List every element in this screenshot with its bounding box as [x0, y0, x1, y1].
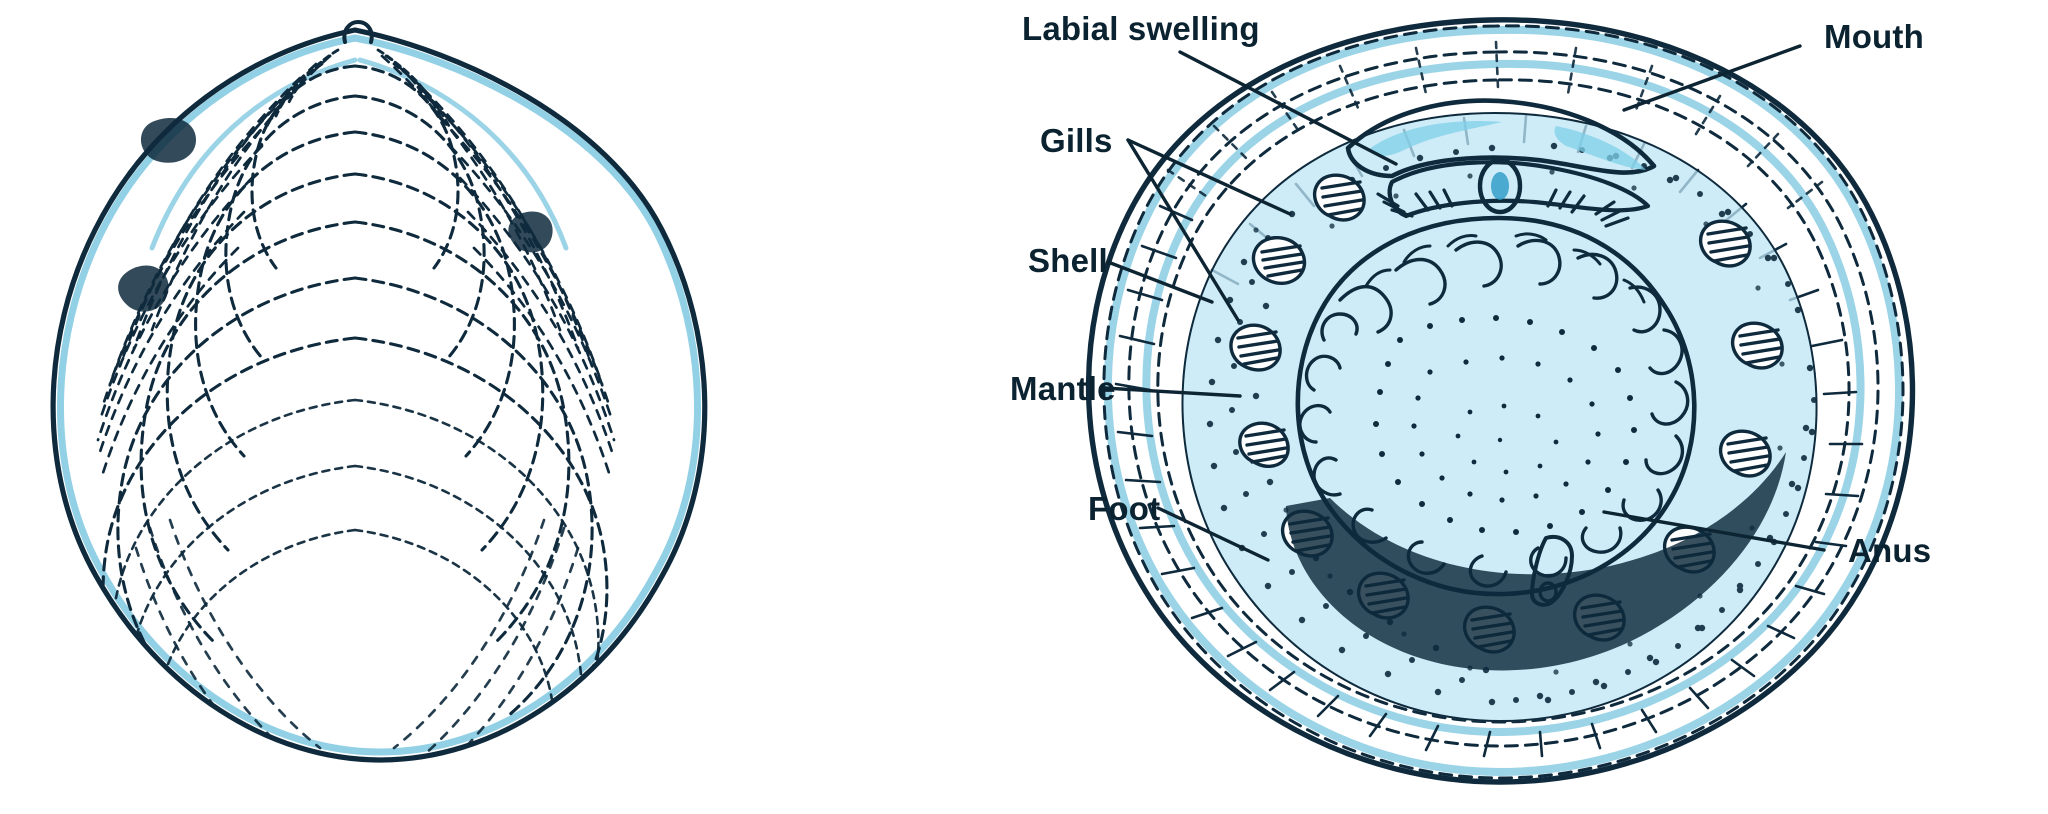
label-foot: Foot [1088, 490, 1160, 527]
right-shell-outline [1085, 17, 1916, 785]
mouth-opening [1477, 157, 1523, 215]
leader-mouth [1622, 44, 1802, 112]
foot-stipple [1373, 315, 1637, 535]
mouth-inner [1491, 172, 1509, 200]
internal-anatomy-view [1085, 17, 1916, 785]
inner-shell-shadow [1286, 452, 1786, 671]
leader-labial-swelling [1178, 50, 1398, 166]
leader-mantle [1102, 386, 1242, 398]
label-shell: Shell [1028, 242, 1108, 279]
leader-foot [1156, 506, 1270, 562]
label-gills: Gills [1040, 122, 1113, 159]
shell-growth-rings [101, 64, 609, 760]
label-mouth: Mouth [1824, 18, 1924, 55]
label-anus: Anus [1848, 532, 1931, 569]
leader-shell [1106, 260, 1214, 304]
external-shell-view [50, 20, 708, 763]
foot-mass [1295, 215, 1697, 597]
label-mantle: Mantle [1010, 370, 1116, 407]
labels: Labial swelling Gills Shell Mantle Foot … [1010, 10, 1931, 569]
shell-muscle-scars [118, 118, 553, 312]
label-labial-swelling: Labial swelling [1022, 10, 1260, 47]
shell-outline [50, 27, 708, 763]
leader-lines [1102, 44, 1826, 562]
foot-hatching [1364, 232, 1646, 304]
leader-anus [1602, 510, 1826, 552]
leader-gills-lower [1126, 138, 1240, 322]
labial-shading [1368, 121, 1646, 170]
mouth-cilia [1376, 188, 1630, 228]
shell-halo [57, 34, 701, 756]
leader-gills-upper [1126, 138, 1292, 216]
mouth-and-labial-swellings [1345, 98, 1657, 228]
labial-swelling-upper [1345, 98, 1657, 179]
